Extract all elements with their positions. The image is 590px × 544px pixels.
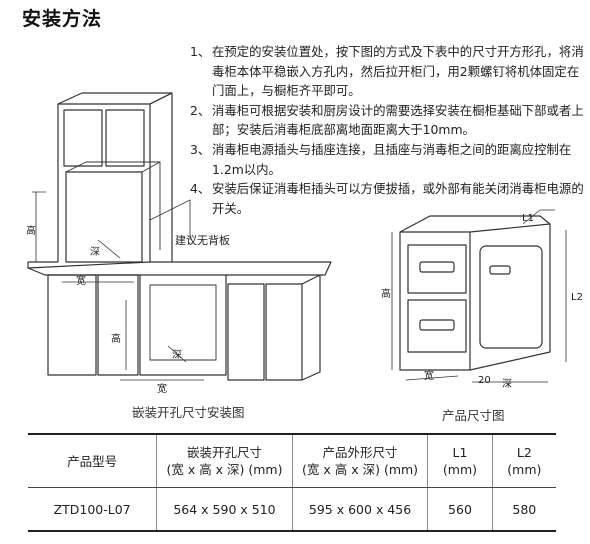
note-leader-line — [149, 199, 191, 240]
header-cutout: 嵌装开孔尺寸(宽 x 高 x 深) (mm) — [156, 434, 293, 488]
step-text: 在预定的安装位置处，按下图的方式及下表中的尺寸开方形孔，将消毒柜本体平稳嵌入方孔… — [212, 44, 584, 99]
product-side-panel — [479, 245, 543, 349]
cell-model: ZTD100-L07 — [53, 501, 131, 517]
side-handle-icon — [489, 265, 511, 275]
step-4: 4、安装后保证消毒柜插头可以方便拔插，或外部有能关闭消毒柜电源的开关。 — [190, 179, 585, 218]
product-outline — [399, 215, 551, 371]
drawer-upper — [407, 244, 467, 294]
drawer-lower — [407, 299, 467, 353]
label-depth-upper: 深 — [90, 247, 100, 258]
base-door-4 — [265, 283, 303, 381]
tall-cabinet-side — [149, 92, 173, 262]
base-door-2 — [97, 274, 139, 376]
countertop — [27, 261, 332, 276]
tall-cabinet-outline — [57, 92, 173, 262]
cell-outline: 595 x 600 x 456 — [291, 487, 428, 531]
label-gap: 20 — [478, 375, 491, 386]
table-header-row: 产品型号 嵌装开孔尺寸(宽 x 高 x 深) (mm) 产品外形尺寸(宽 x 高… — [28, 434, 556, 488]
handle-upper-icon — [419, 261, 455, 273]
dim-width — [405, 375, 459, 381]
header-model: 产品型号 — [28, 434, 157, 488]
step-3: 3、消毒柜电源插头与插座连接，且插座与消毒柜之间的距离应控制在1.2m以内。 — [190, 140, 585, 179]
label-height-upper: 高 — [26, 226, 36, 237]
step-number: 1、 — [190, 44, 211, 59]
upper-door-right — [105, 109, 145, 167]
product-top-front-edge — [400, 223, 551, 233]
label-depth-lower: 深 — [172, 350, 182, 361]
header-l1: L1(mm) — [427, 434, 493, 488]
step-text: 消毒柜电源插头与插座连接，且插座与消毒柜之间的距离应控制在1.2m以内。 — [212, 141, 572, 177]
base-door-1 — [47, 274, 97, 376]
left-figure-caption: 嵌装开孔尺寸安装图 — [132, 405, 245, 420]
dim-depth-lower — [167, 345, 187, 363]
upper-door-left — [63, 109, 103, 167]
step-1: 1、在预定的安装位置处，按下图的方式及下表中的尺寸开方形孔，将消毒柜本体平稳嵌入… — [190, 42, 585, 101]
base-opening-inner — [149, 284, 217, 361]
table-row: ZTD100-L07 564 x 590 x 510 595 x 600 x 4… — [28, 487, 556, 531]
base-side — [301, 274, 321, 381]
step-number: 4、 — [190, 181, 211, 197]
label-l1: L1 — [522, 213, 534, 224]
upper-opening-depth — [65, 161, 161, 250]
no-backboard-note: 建议无背板 — [175, 234, 230, 247]
label-height-lower: 高 — [111, 334, 121, 345]
step-number: 2、 — [190, 102, 211, 118]
label-product-width: 宽 — [424, 371, 434, 382]
step-number: 3、 — [190, 141, 211, 157]
label-width-lower: 宽 — [157, 384, 167, 395]
right-figure-caption: 产品尺寸图 — [442, 408, 505, 423]
step-text: 消毒柜可根据安装和厨房设计的需要选择安装在橱柜基础下部或者上部；安装后消毒柜底部… — [212, 102, 584, 138]
cell-l1: 560 — [427, 487, 493, 531]
dim-l1 — [522, 209, 555, 225]
handle-lower-icon — [419, 319, 455, 331]
cell-l2: 580 — [491, 487, 556, 531]
spec-table: 产品型号 嵌装开孔尺寸(宽 x 高 x 深) (mm) 产品外形尺寸(宽 x 高… — [28, 433, 556, 532]
base-opening-frame — [139, 275, 227, 376]
upper-opening-frame — [65, 171, 143, 263]
base-door-3 — [227, 283, 265, 381]
step-2: 2、消毒柜可根据安装和厨房设计的需要选择安装在橱柜基础下部或者上部；安装后消毒柜… — [190, 101, 585, 140]
header-outline: 产品外形尺寸(宽 x 高 x 深) (mm) — [291, 434, 428, 488]
label-width-upper: 宽 — [76, 276, 86, 287]
step-text: 安装后保证消毒柜插头可以方便拔插，或外部有能关闭消毒柜电源的开关。 — [212, 181, 584, 216]
header-l2: L2(mm) — [491, 434, 556, 488]
label-product-depth: 深 — [502, 379, 512, 390]
label-l2: L2 — [571, 292, 583, 303]
install-steps: 1、在预定的安装位置处，按下图的方式及下表中的尺寸开方形孔，将消毒柜本体平稳嵌入… — [190, 42, 585, 218]
dim-height-upper — [32, 191, 46, 262]
dim-depth-upper — [97, 239, 121, 259]
label-product-height: 高 — [381, 289, 391, 300]
cell-cutout: 564 x 590 x 510 — [156, 487, 293, 531]
page-title: 安装方法 — [22, 8, 103, 30]
